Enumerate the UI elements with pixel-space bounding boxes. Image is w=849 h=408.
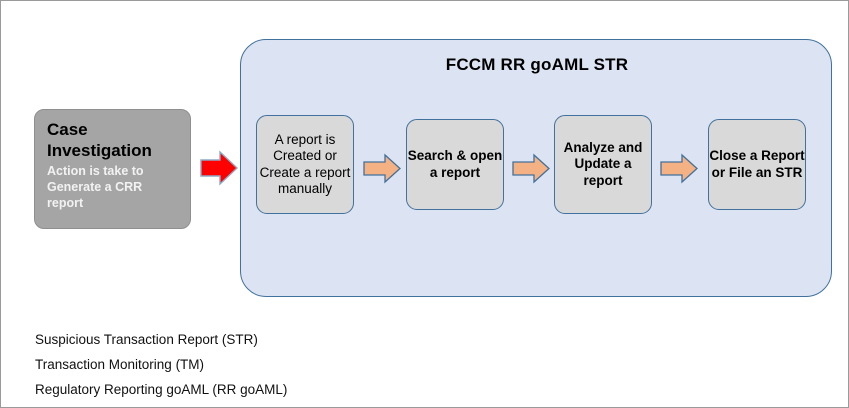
legend-item-tm: Transaction Monitoring (TM) [35,357,205,372]
process-box-4[interactable]: Close a Report or File an STR [708,119,806,210]
legend: Suspicious Transaction Report (STR) Tran… [35,327,287,402]
process-box-3[interactable]: Analyze and Update a report [554,115,652,214]
legend-item-rr-goaml: Regulatory Reporting goAML (RR goAML) [35,382,288,397]
legend-item-str: Suspicious Transaction Report (STR) [35,332,258,347]
orange-arrow-icon-2 [512,153,551,184]
process-box-4-label: Close a Report or File an STR [709,148,805,180]
process-box-1[interactable]: A report is Created or Create a report m… [256,115,354,214]
process-box-2-label: Search & open a report [407,148,503,180]
red-arrow-icon [199,149,239,187]
process-box-3-label: Analyze and Update a report [563,139,643,188]
case-investigation-subtitle: Action is take to Generate a CRR report [47,164,144,210]
process-box-1-label: A report is Created or Create a report m… [259,131,351,197]
case-investigation-title: Case Investigation [47,120,152,160]
process-box-2[interactable]: Search & open a report [406,119,504,210]
case-investigation-box[interactable]: Case Investigation Action is take to Gen… [34,109,191,229]
orange-arrow-icon-3 [660,153,699,184]
panel-title: FCCM RR goAML STR [445,55,629,74]
orange-arrow-icon-1 [363,153,402,184]
